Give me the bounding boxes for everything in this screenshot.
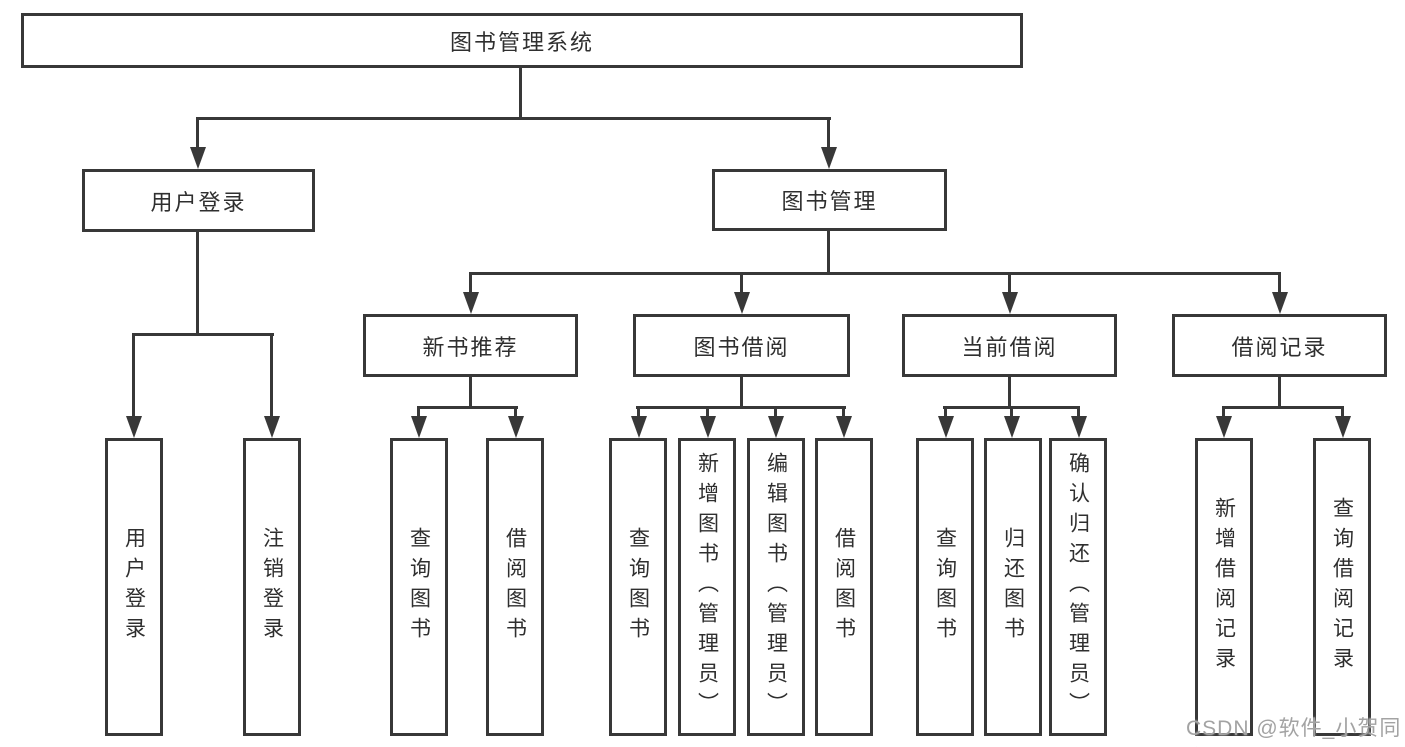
leaf-borrow-add-books-admin: 新增图书（管理员） <box>678 438 736 736</box>
arrow-down-icon <box>463 292 479 314</box>
arrow-down-icon <box>1216 416 1232 438</box>
connector-leaf-stem <box>706 406 709 420</box>
arrow-down-icon <box>1004 416 1020 438</box>
connector-to-book-mgmt <box>827 117 830 152</box>
arrow-down-icon <box>508 416 524 438</box>
leaf-current-confirm-return-admin: 确认归还（管理员） <box>1049 438 1107 736</box>
leaf-current-query-books: 查询图书 <box>916 438 974 736</box>
arrow-down-icon <box>768 416 784 438</box>
connector-to-user-login <box>196 117 199 152</box>
leaf-record-query-borrow-record: 查询借阅记录 <box>1313 438 1371 736</box>
node-user-login: 用户登录 <box>82 169 315 232</box>
leaf-user-login: 用户登录 <box>105 438 163 736</box>
connector-to-book-borrow <box>740 272 743 298</box>
node-book-borrow: 图书借阅 <box>633 314 850 377</box>
leaf-logout: 注销登录 <box>243 438 301 736</box>
connector-leaf-stem <box>1341 406 1344 420</box>
connector-leaf-stem <box>944 406 947 420</box>
connector-to-borrow-record <box>1278 272 1281 298</box>
csdn-watermark: CSDN @软件_小贺同学 <box>1186 717 1402 740</box>
connector-leaf-stem <box>1077 406 1080 420</box>
arrow-down-icon <box>1272 292 1288 314</box>
leaf-current-return-books: 归还图书 <box>984 438 1042 736</box>
leaf-borrow-edit-books-admin: 编辑图书（管理员） <box>747 438 805 736</box>
node-new-book-recommend: 新书推荐 <box>363 314 578 377</box>
arrow-down-icon <box>700 416 716 438</box>
node-current-borrow: 当前借阅 <box>902 314 1117 377</box>
connector-newbook-stem <box>469 377 472 409</box>
arrow-down-icon <box>734 292 750 314</box>
connector-bookborrow-stem <box>740 377 743 409</box>
arrow-down-icon <box>190 147 206 169</box>
arrow-down-icon <box>821 147 837 169</box>
connector-to-leaf-logout <box>270 333 273 420</box>
connector-currentborrow-stem <box>1008 377 1011 409</box>
connector-userlogin-stem <box>196 232 199 336</box>
arrow-down-icon <box>126 416 142 438</box>
node-root: 图书管理系统 <box>21 13 1023 68</box>
connector-root-stem <box>519 68 522 120</box>
connector-newbook-bar <box>417 406 518 409</box>
connector-leaf-stem <box>417 406 420 420</box>
connector-borrowrecord-bar <box>1222 406 1344 409</box>
arrow-down-icon <box>1071 416 1087 438</box>
connector-bookmgmt-stem <box>827 231 830 275</box>
connector-leaf-stem <box>1010 406 1013 420</box>
connector-leaf-stem <box>774 406 777 420</box>
arrow-down-icon <box>631 416 647 438</box>
arrow-down-icon <box>1002 292 1018 314</box>
leaf-borrow-query-books: 查询图书 <box>609 438 667 736</box>
arrow-down-icon <box>836 416 852 438</box>
node-book-management: 图书管理 <box>712 169 947 231</box>
leaf-newbook-borrow-books: 借阅图书 <box>486 438 544 736</box>
connector-root-bar <box>197 117 831 120</box>
connector-to-leaf-login <box>132 333 135 420</box>
leaf-newbook-query-books: 查询图书 <box>390 438 448 736</box>
connector-leaf-stem <box>514 406 517 420</box>
arrow-down-icon <box>264 416 280 438</box>
arrow-down-icon <box>411 416 427 438</box>
connector-leaf-stem <box>1222 406 1225 420</box>
arrow-down-icon <box>1335 416 1351 438</box>
connector-to-current-borrow <box>1008 272 1011 298</box>
connector-leaf-stem <box>842 406 845 420</box>
connector-bookmgmt-bar <box>469 272 1281 275</box>
connector-leaf-stem <box>637 406 640 420</box>
leaf-record-add-borrow-record: 新增借阅记录 <box>1195 438 1253 736</box>
connector-userlogin-bar <box>132 333 274 336</box>
connector-to-new-book <box>469 272 472 298</box>
connector-borrowrecord-stem <box>1278 377 1281 409</box>
connector-bookborrow-bar <box>636 406 846 409</box>
arrow-down-icon <box>938 416 954 438</box>
node-borrow-record: 借阅记录 <box>1172 314 1387 377</box>
leaf-borrow-borrow-books: 借阅图书 <box>815 438 873 736</box>
